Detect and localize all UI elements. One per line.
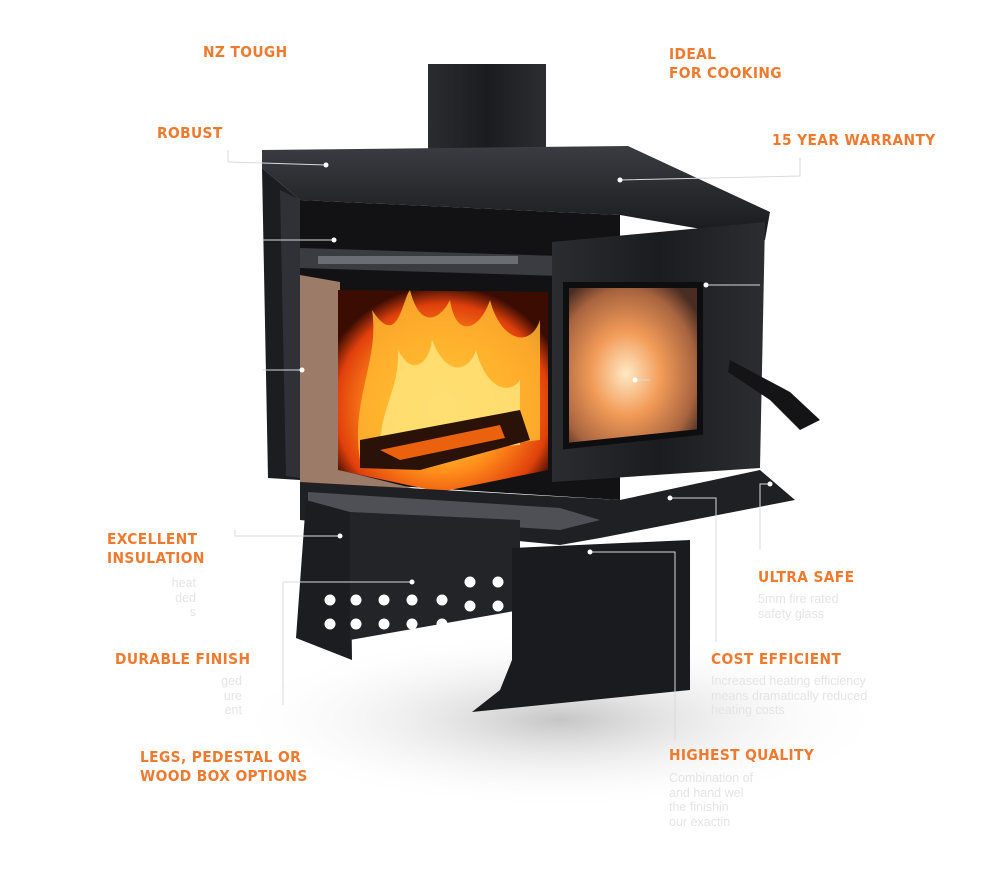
vent-hole <box>350 618 362 630</box>
door-handle <box>728 360 820 430</box>
vent-hole <box>406 594 418 606</box>
vent-hole <box>464 600 476 612</box>
door-glass-rim <box>563 282 703 450</box>
baffle-tubes <box>318 256 518 264</box>
feature-desc-line: Combination of <box>669 771 754 785</box>
feature-title: COST EFFICIENT <box>711 650 842 668</box>
feature-desc-line: ent <box>224 703 242 717</box>
feature-desc-line: Increased heating efficiency <box>711 674 866 688</box>
vent-hole <box>492 576 504 588</box>
feature-robust: ROBUST <box>157 124 223 143</box>
feature-ideal-cooking: IDEAL FOR COOKING <box>669 45 782 83</box>
feature-quality-desc: Combination of and hand wel the finishin… <box>669 771 753 829</box>
feature-desc-line: ded <box>175 590 196 605</box>
vent-hole <box>378 618 390 630</box>
feature-title: LEGS, PEDESTAL OR <box>140 748 302 766</box>
feature-durable-desc: ged ure ent <box>196 674 242 718</box>
vent-hole <box>436 594 448 606</box>
feature-quality: HIGHEST QUALITY <box>669 746 814 765</box>
vent-hole <box>406 618 418 630</box>
feature-title: INSULATION <box>107 549 205 567</box>
vent-hole <box>492 600 504 612</box>
vent-hole <box>378 594 390 606</box>
feature-title: ULTRA SAFE <box>758 568 855 586</box>
ash-lip-highlight <box>308 492 600 530</box>
feature-title: EXCELLENT <box>107 530 198 548</box>
feature-desc-line: s <box>189 605 196 619</box>
feature-title: FOR COOKING <box>669 64 782 82</box>
pedestal-left <box>296 500 352 660</box>
feature-desc-line: heating costs <box>711 703 785 717</box>
feature-title: 15 YEAR WARRANTY <box>772 131 936 149</box>
vent-hole <box>324 594 336 606</box>
feature-insulation-desc: heat ded s <box>150 576 196 620</box>
door-glass <box>566 285 700 446</box>
log-ember <box>380 425 505 460</box>
vent-hole <box>436 618 448 630</box>
feature-desc-line: ged <box>221 674 242 688</box>
feature-desc-line: 5mm fire rated <box>758 592 839 606</box>
feature-desc-line: means dramatically reduced <box>711 688 868 703</box>
feature-warranty: 15 YEAR WARRANTY <box>772 131 936 150</box>
feature-desc-line: the finishin <box>669 800 729 814</box>
feature-desc-line: heat <box>171 576 196 590</box>
feature-desc-line: safety glass <box>758 606 825 621</box>
feature-title: IDEAL <box>669 45 717 63</box>
feature-cost: COST EFFICIENT <box>711 650 841 669</box>
feature-title: HIGHEST QUALITY <box>669 746 815 764</box>
feature-nz-tough: NZ TOUGH <box>203 43 288 62</box>
feature-cost-desc: Increased heating efficiency means drama… <box>711 674 867 718</box>
vent-hole <box>324 618 336 630</box>
vent-hole <box>464 576 476 588</box>
feature-desc-line: ure <box>223 688 242 703</box>
feature-legs: LEGS, PEDESTAL OR WOOD BOX OPTIONS <box>140 748 308 786</box>
feature-desc-line: and hand wel <box>669 785 744 800</box>
feature-ultra-safe-desc: 5mm fire rated safety glass <box>758 592 839 621</box>
firebrick-lining <box>300 275 470 500</box>
pedestal-back <box>350 512 520 640</box>
feature-insulation: EXCELLENT INSULATION <box>107 530 205 568</box>
vent-hole <box>350 594 362 606</box>
left-inner-wall <box>280 190 300 478</box>
feature-durable: DURABLE FINISH <box>115 650 250 669</box>
feature-ultra-safe: ULTRA SAFE <box>758 568 854 587</box>
feature-title: WOOD BOX OPTIONS <box>140 767 308 785</box>
feature-title: DURABLE FINISH <box>115 650 251 668</box>
feature-title: ROBUST <box>157 124 223 142</box>
feature-title: NZ TOUGH <box>203 43 288 61</box>
feature-desc-line: our exactin <box>669 814 731 829</box>
